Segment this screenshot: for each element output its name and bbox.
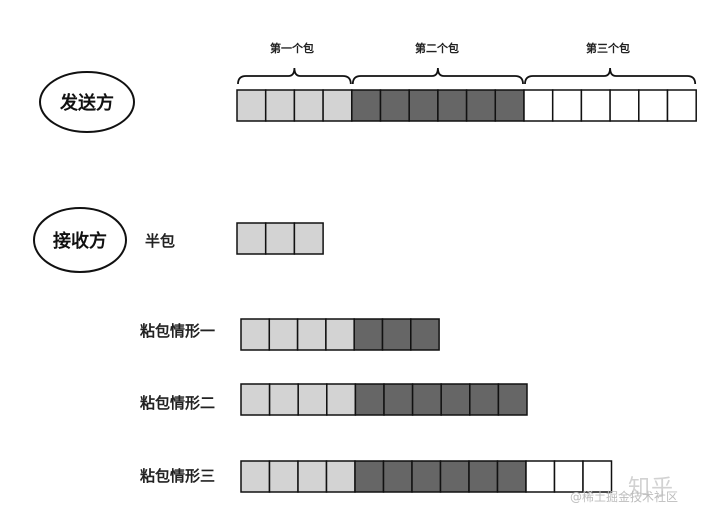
row-4-cell <box>354 460 385 493</box>
watermark-text: @稀土掘金技术社区 <box>570 490 679 504</box>
row-2-cell <box>240 318 271 351</box>
row-1-cell <box>264 222 296 255</box>
row-1-cell <box>236 222 267 255</box>
row-2-cell <box>296 318 327 351</box>
row-4-cell <box>325 460 356 493</box>
row-4-cell <box>582 460 613 493</box>
row-4-cell <box>240 460 271 493</box>
sender-cell <box>264 89 296 122</box>
sender-cell <box>322 89 353 122</box>
receiver-ellipse <box>33 207 127 273</box>
row-4-cell <box>411 460 442 493</box>
row-3-cell <box>411 383 442 416</box>
sender-cell <box>551 89 583 122</box>
watermark-brand: 知乎 <box>628 476 675 501</box>
row-3-cell <box>326 383 357 416</box>
sender-cell <box>236 89 267 122</box>
row-4-cell <box>525 460 556 493</box>
row-label-sticky-1: 粘包情形一 <box>140 322 216 340</box>
sender-cell <box>437 89 468 122</box>
row-3-cell <box>383 383 414 416</box>
row-label-sticky-3: 粘包情形三 <box>140 467 216 485</box>
sender-cell <box>609 89 640 122</box>
sender-cell <box>523 89 554 122</box>
receiver-label: 接收方 <box>53 231 107 252</box>
row-4-cell <box>268 460 299 493</box>
row-1-cell <box>293 222 324 255</box>
packet-1-brace <box>237 67 352 85</box>
row-4-cell <box>496 460 527 493</box>
row-label-half-packet: 半包 <box>145 232 176 250</box>
row-2-cell <box>410 318 440 351</box>
sender-cell <box>293 89 324 122</box>
row-3-cell <box>240 383 271 416</box>
sender-cell <box>408 89 439 122</box>
row-3-cell <box>497 383 528 416</box>
row-4-cell <box>468 460 499 493</box>
sender-cell <box>494 89 525 122</box>
packet-3-brace <box>524 67 697 85</box>
packet-3-label: 第三个包 <box>586 42 630 55</box>
sender-label: 发送方 <box>60 93 114 114</box>
sender-cell <box>465 89 497 122</box>
row-4-cell <box>297 460 328 493</box>
sender-cell <box>666 89 697 122</box>
sender-cell <box>580 89 611 122</box>
packet-1-label: 第一个包 <box>270 42 314 55</box>
sender-ellipse <box>39 71 135 133</box>
packet-2-label: 第二个包 <box>415 42 459 55</box>
row-2-cell <box>268 318 299 351</box>
sender-cell <box>379 89 410 122</box>
row-label-sticky-2: 粘包情形二 <box>140 394 216 412</box>
row-3-cell <box>297 383 328 416</box>
sender-cell <box>351 89 382 122</box>
row-2-cell <box>353 318 384 351</box>
sender-cell <box>638 89 669 122</box>
packet-2-brace <box>351 67 524 85</box>
row-3-cell <box>440 383 471 416</box>
row-3-cell <box>354 383 385 416</box>
row-3-cell <box>469 383 500 416</box>
row-4-cell <box>439 460 470 493</box>
row-2-cell <box>325 318 355 351</box>
row-3-cell <box>268 383 299 416</box>
row-4-cell <box>382 460 413 493</box>
row-2-cell <box>381 318 412 351</box>
